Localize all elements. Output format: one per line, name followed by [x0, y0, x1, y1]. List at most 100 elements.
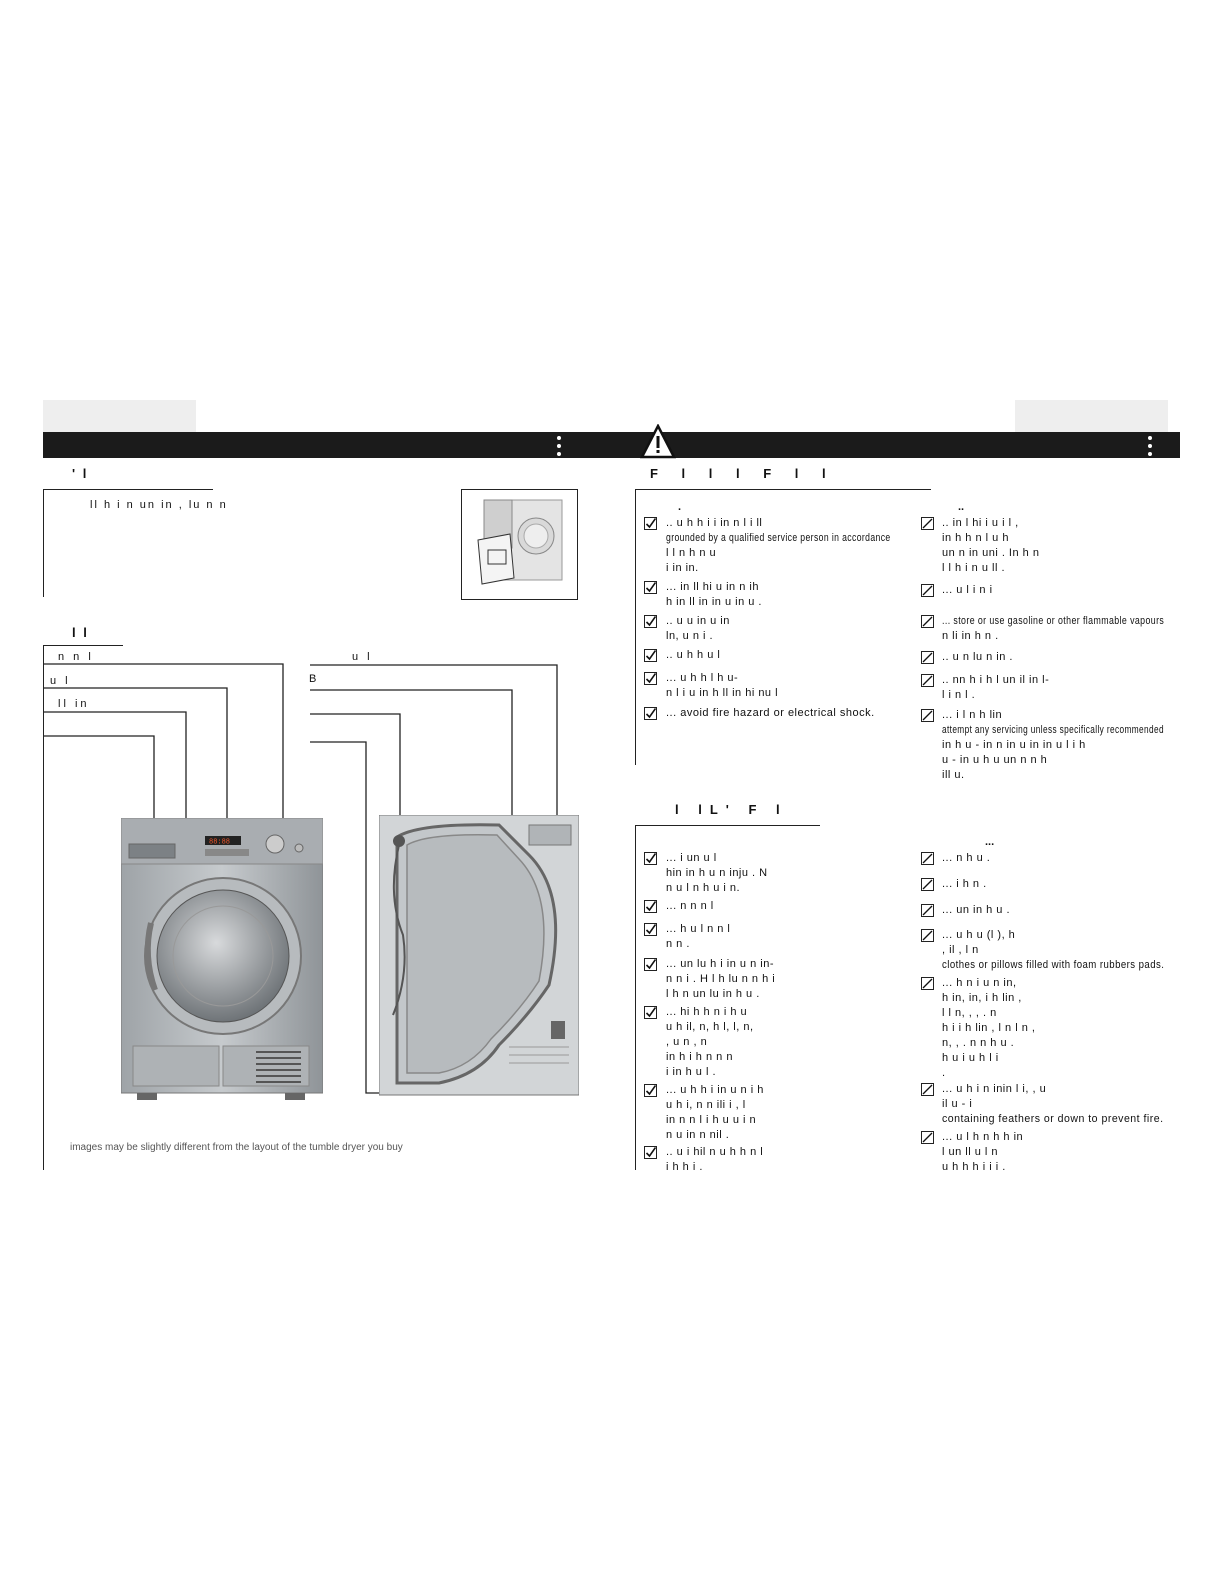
checkmark-box-icon: [644, 852, 657, 865]
list-item-text: l l n, , , . n: [942, 1007, 997, 1019]
list-item-text: in h h n l u h: [942, 532, 1009, 544]
list-item-text: l l n h n u: [666, 547, 717, 559]
list-item-text: in h i h n n n: [666, 1051, 733, 1063]
checkmark-box-icon: [644, 581, 657, 594]
list-item-text: h i i h lin , l n l n ,: [942, 1022, 1036, 1034]
cross-box-icon: [921, 584, 934, 597]
right-dots-icon: [1148, 436, 1152, 456]
list-item-text: ... u h u (l ), h: [942, 929, 1016, 941]
list-item-text: h in, in, i h lin ,: [942, 992, 1022, 1004]
checkmark-box-icon: [644, 707, 657, 720]
checkmark-box-icon: [644, 1006, 657, 1019]
use-title-rule: [635, 825, 820, 826]
cross-box-icon: [921, 1131, 934, 1144]
list-item-text: ... i l n h lin: [942, 709, 1003, 721]
list-item-text: u h il, n, h l, l, n,: [666, 1021, 754, 1033]
list-item-text: ... store or use gasoline or other flamm…: [942, 615, 1165, 627]
cross-box-icon: [921, 878, 934, 891]
part-label-3: ll in: [58, 698, 90, 710]
cross-box-icon: [921, 852, 934, 865]
list-item-text: grounded by a qualified service person i…: [666, 532, 891, 544]
list-item-text: in n n l i h u u i n: [666, 1114, 757, 1126]
list-item-text: n, , . n n h u .: [942, 1037, 1015, 1049]
left-dots-icon: [557, 436, 561, 456]
checkmark-box-icon: [644, 1146, 657, 1159]
list-item-text: i in h u l .: [666, 1066, 717, 1078]
list-item-text: ... hi h h n i h u: [666, 1006, 748, 1018]
list-item-text: i h h i .: [666, 1161, 703, 1173]
warning-triangle-icon: [639, 423, 677, 465]
parts-footnote: images may be slightly different from th…: [70, 1142, 403, 1153]
use-vrule: [635, 825, 636, 1170]
left-title-rule: [43, 489, 213, 490]
list-item-text: .: [942, 1067, 946, 1079]
list-item-text: .. u n lu n in .: [942, 651, 1013, 663]
dryer-thumbnail: [461, 489, 578, 600]
list-item-text: ... u l i n i: [942, 584, 993, 596]
checkmark-box-icon: [644, 923, 657, 936]
list-item-text: ... u l h n h h in: [942, 1131, 1024, 1143]
list-item-text: u h i, n n ili i , l: [666, 1099, 746, 1111]
use-section-title: l lL' F l: [675, 802, 788, 817]
checkmark-box-icon: [644, 958, 657, 971]
list-item-text: , il , l n: [942, 944, 979, 956]
right-safety-vrule: [635, 489, 636, 765]
cross-box-icon: [921, 904, 934, 917]
cross-box-icon: [921, 709, 934, 722]
dryer-back-illustration: [378, 814, 580, 1097]
checkmark-box-icon: [644, 1084, 657, 1097]
display-readout: 88:88: [209, 839, 230, 847]
list-item-text: hin in h u n inju . N: [666, 867, 768, 879]
list-item-text: u - in u h u un n n h: [942, 754, 1048, 766]
checkmark-box-icon: [644, 649, 657, 662]
list-item-text: .. u u in u in: [666, 615, 730, 627]
parts-heading: l l: [72, 625, 89, 640]
cross-box-icon: [921, 929, 934, 942]
list-item-text: ... u h h l h u-: [666, 672, 739, 684]
safety-dont-heading: ..: [958, 501, 965, 513]
cross-box-icon: [921, 1083, 934, 1096]
list-item-text: n n .: [666, 938, 690, 950]
list-item-text: ... avoid fire hazard or electrical shoc…: [666, 707, 875, 719]
list-item-text: n n i . H l h lu n n h i: [666, 973, 776, 985]
list-item-text: ln, u n i .: [666, 630, 714, 642]
list-item-text: h u i u h l i: [942, 1052, 999, 1064]
checkmark-box-icon: [644, 900, 657, 913]
list-item-text: n li in h n .: [942, 630, 999, 642]
page-tab-right: [1015, 400, 1168, 432]
list-item-text: ... u h h i in u n i h: [666, 1084, 764, 1096]
list-item-text: .. in l hi i u i l ,: [942, 517, 1019, 529]
list-item-text: .. u h h u l: [666, 649, 721, 661]
list-item-text: .. u h h i i in n l i ll: [666, 517, 763, 529]
list-item-text: ill u.: [942, 769, 965, 781]
cross-box-icon: [921, 517, 934, 530]
list-item-text: ... n h u .: [942, 852, 991, 864]
cross-box-icon: [921, 615, 934, 628]
right-section-title: F l l l F l l: [650, 466, 836, 481]
dryer-front-illustration: 88:88: [120, 817, 324, 1100]
left-section-title: ' l: [72, 466, 89, 481]
list-item-text: u h h h i i i .: [942, 1161, 1006, 1173]
list-item-text: ... n n n l: [666, 900, 714, 912]
page-tab-left: [43, 400, 196, 432]
list-item-text: .. nn h i h l un il in l-: [942, 674, 1050, 686]
list-item-text: , u n , n: [666, 1036, 708, 1048]
checkmark-box-icon: [644, 517, 657, 530]
part-label-5: u l: [352, 651, 373, 663]
list-item-text: in h u - in n in u in in u l i h: [942, 739, 1086, 751]
checkmark-box-icon: [644, 615, 657, 628]
list-item-text: ... h u l n n l: [666, 923, 731, 935]
list-item-text: ... in ll hi u in n ih: [666, 581, 759, 593]
list-item-text: ... h n i u n in,: [942, 977, 1017, 989]
cross-box-icon: [921, 674, 934, 687]
list-item-text: il u - i: [942, 1098, 973, 1110]
part-label-2: u l: [50, 675, 71, 687]
checkmark-box-icon: [644, 672, 657, 685]
list-item-text: n u in n nil .: [666, 1129, 730, 1141]
list-item-text: h in ll in in u in u .: [666, 596, 762, 608]
list-item-text: un n in uni . In h n: [942, 547, 1040, 559]
list-item-text: ... un in h u .: [942, 904, 1011, 916]
list-item-text: attempt any servicing unless specificall…: [942, 724, 1164, 736]
right-title-rule: [635, 489, 931, 490]
